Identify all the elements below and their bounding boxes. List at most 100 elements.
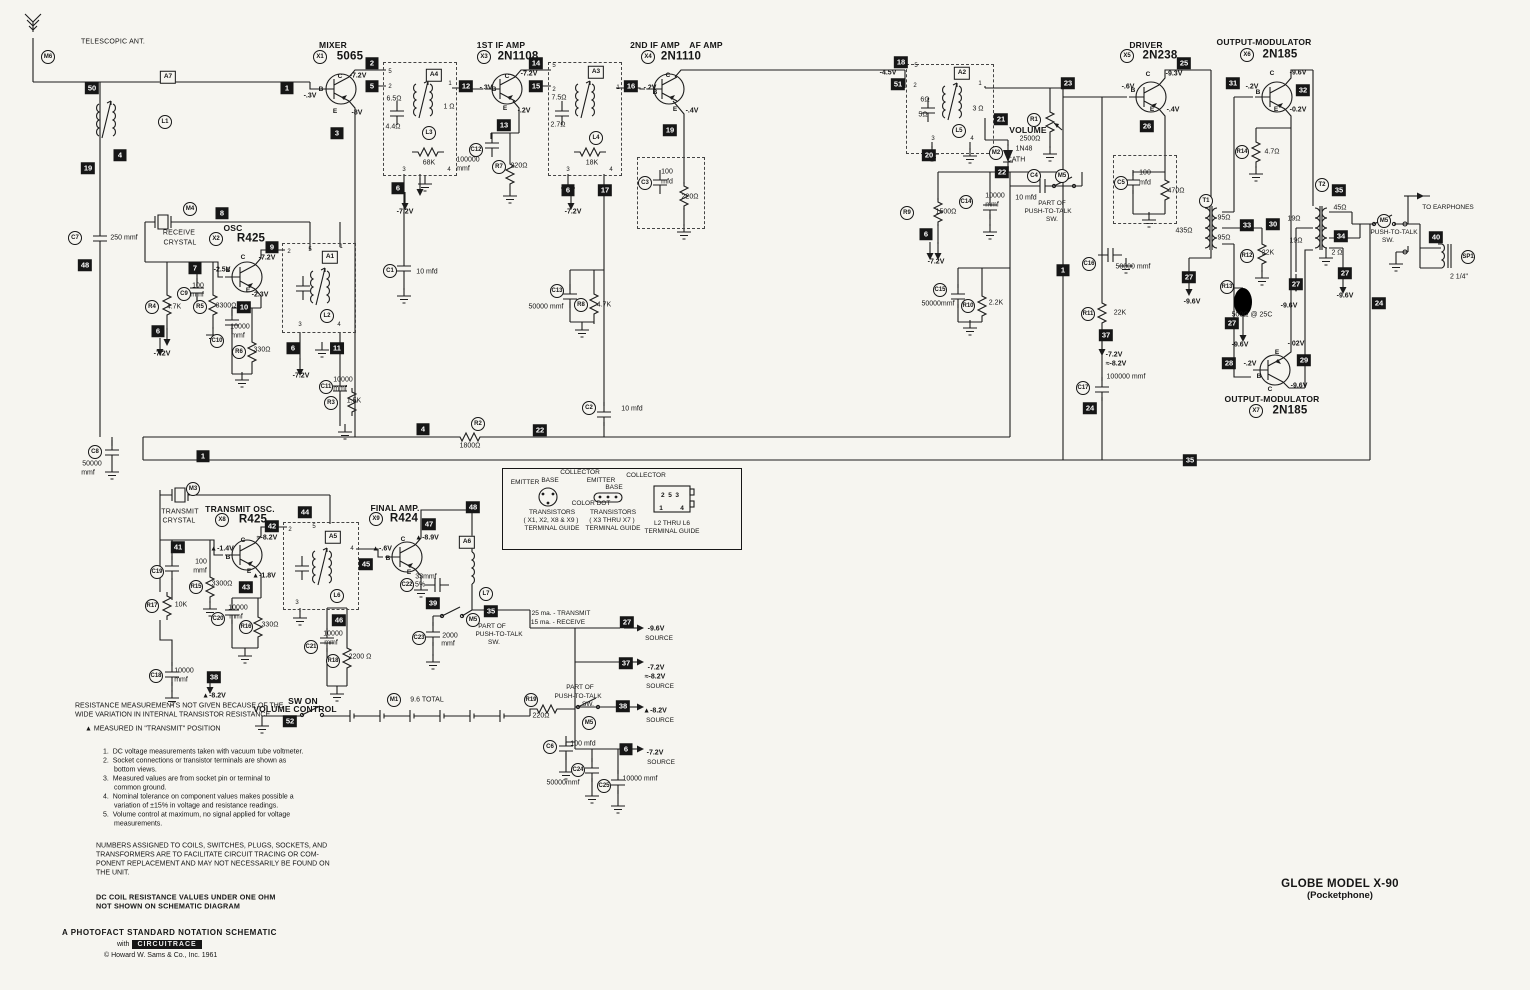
label: -7.2V [258,254,276,262]
circuitrace-number: 44 [297,506,313,518]
component-ref-x2: X2 [209,232,223,246]
circuitrace-number: 6 [561,184,575,196]
gnd-symbol [396,287,412,304]
pot-symbol [1045,107,1063,137]
arrdn-symbol [162,327,172,347]
label: BASE [605,483,623,491]
label: 2 [388,84,392,90]
label: -.3V [303,92,317,100]
label: 3 Ω [972,105,984,113]
circuitrace-number: 35 [483,605,499,617]
resv-symbol [1097,298,1107,328]
component-ref-c14: C14 [959,195,973,209]
label: SOURCE [645,634,673,642]
circuitrace-number: 24 [1082,402,1098,414]
gnd-symbol [982,223,998,240]
component-ref-c7: C7 [68,231,82,245]
circuitrace-number: 12 [458,80,474,92]
label: 1800Ω [459,442,481,450]
capv-symbol [484,132,500,158]
label: E [332,107,338,115]
circuitrace-number: 19 [80,162,96,174]
label: -9.6V [1280,302,1298,310]
label: -9.6V [1290,382,1308,390]
label: E [672,105,678,113]
circuitrace-number: 26 [1139,120,1155,132]
label: 330Ω [261,621,279,629]
cell-symbol [344,709,360,723]
xfmr-symbol [1204,205,1218,251]
label: 3 [402,167,406,173]
label: 1N48 [1015,145,1033,153]
circuitrace-number: 1 [196,450,210,462]
label: DC COIL RESISTANCE VALUES UNDER ONE OHM [96,892,276,902]
label: SW. [488,638,500,646]
component-ref-c23: C23 [412,631,426,645]
label: TRANSMIT OSC. [205,503,275,514]
xtal-symbol [149,214,177,230]
label: C [240,536,246,544]
component-ref-l1: L1 [158,115,172,129]
gnd-symbol [1248,165,1264,182]
label: variation of ±15% in voltage and resista… [114,802,279,810]
component-ref-l5: L5 [952,124,966,138]
label: DRIVER [1129,39,1163,50]
circuitrace-number: 15 [528,80,544,92]
label: 2 1/4" [1449,273,1469,281]
circuitrace-number: 27 [619,616,635,628]
circuitrace-number: 40 [1428,231,1444,243]
component-ref-c8: C8 [88,445,102,459]
component-ref-c22: C22 [400,578,414,592]
label: 95Ω [1217,214,1231,222]
label: 10 mfd [621,405,643,413]
label: B [1256,372,1262,380]
label: 7.5Ω [551,94,567,102]
label: R425 [236,232,266,245]
label: TRANSFORMERS ARE TO FACILITATE CIRCUIT T… [96,851,319,859]
component-ref-c18: C18 [149,669,163,683]
label: SW ON [288,695,318,706]
label: 470Ω [1167,187,1185,195]
component-ref-r4: R4 [145,300,159,314]
label: TRANSMIT [161,508,199,516]
label: 1 [339,244,343,250]
label: C [665,71,671,79]
resv-symbol [1251,137,1261,167]
label: 100000 [456,156,480,164]
label: CATH [1006,156,1026,164]
gnd-symbol [425,653,441,670]
label: 2N185 [1262,48,1298,61]
label: 5 [914,63,918,69]
circuitrace-number: 24 [1371,297,1387,309]
label: 25 ma. - TRANSMIT [531,609,591,617]
circuitrace-number: 8 [215,207,229,219]
circuitrace-number: 43 [238,581,254,593]
npn-symbol [1252,354,1291,386]
label: 9.6 TOTAL [410,696,444,704]
slug-label-a4: A4 [425,68,443,82]
label: 5Ω [918,111,928,119]
component-ref-t1: T1 [1199,194,1213,208]
component-ref-c20: C20 [211,612,225,626]
component-ref-x8: X8 [215,513,229,527]
label: R425 [238,513,268,526]
circuitrace-number: 45 [358,558,374,570]
label: 100 [1139,169,1151,177]
label: E [1273,105,1279,113]
capv-symbol [164,555,180,581]
label: 2 [287,249,291,255]
slug-label-a6: A6 [458,535,476,549]
component-ref-x3: X3 [477,50,491,64]
circuitrace-number: 38 [206,671,222,683]
label: -.2V [1245,83,1259,91]
label: 6.5Ω [386,95,402,103]
label: 500Ω @ 25C [1231,311,1273,319]
label: 4 [350,546,354,552]
label: 10 mfd [416,268,438,276]
cell-symbol [374,709,390,723]
label: mmf [441,640,455,648]
label: C [504,72,510,80]
component-ref-m4: M4 [183,202,197,216]
label: COLOR DOT [571,499,611,507]
component-ref-m6: M6 [41,50,55,64]
